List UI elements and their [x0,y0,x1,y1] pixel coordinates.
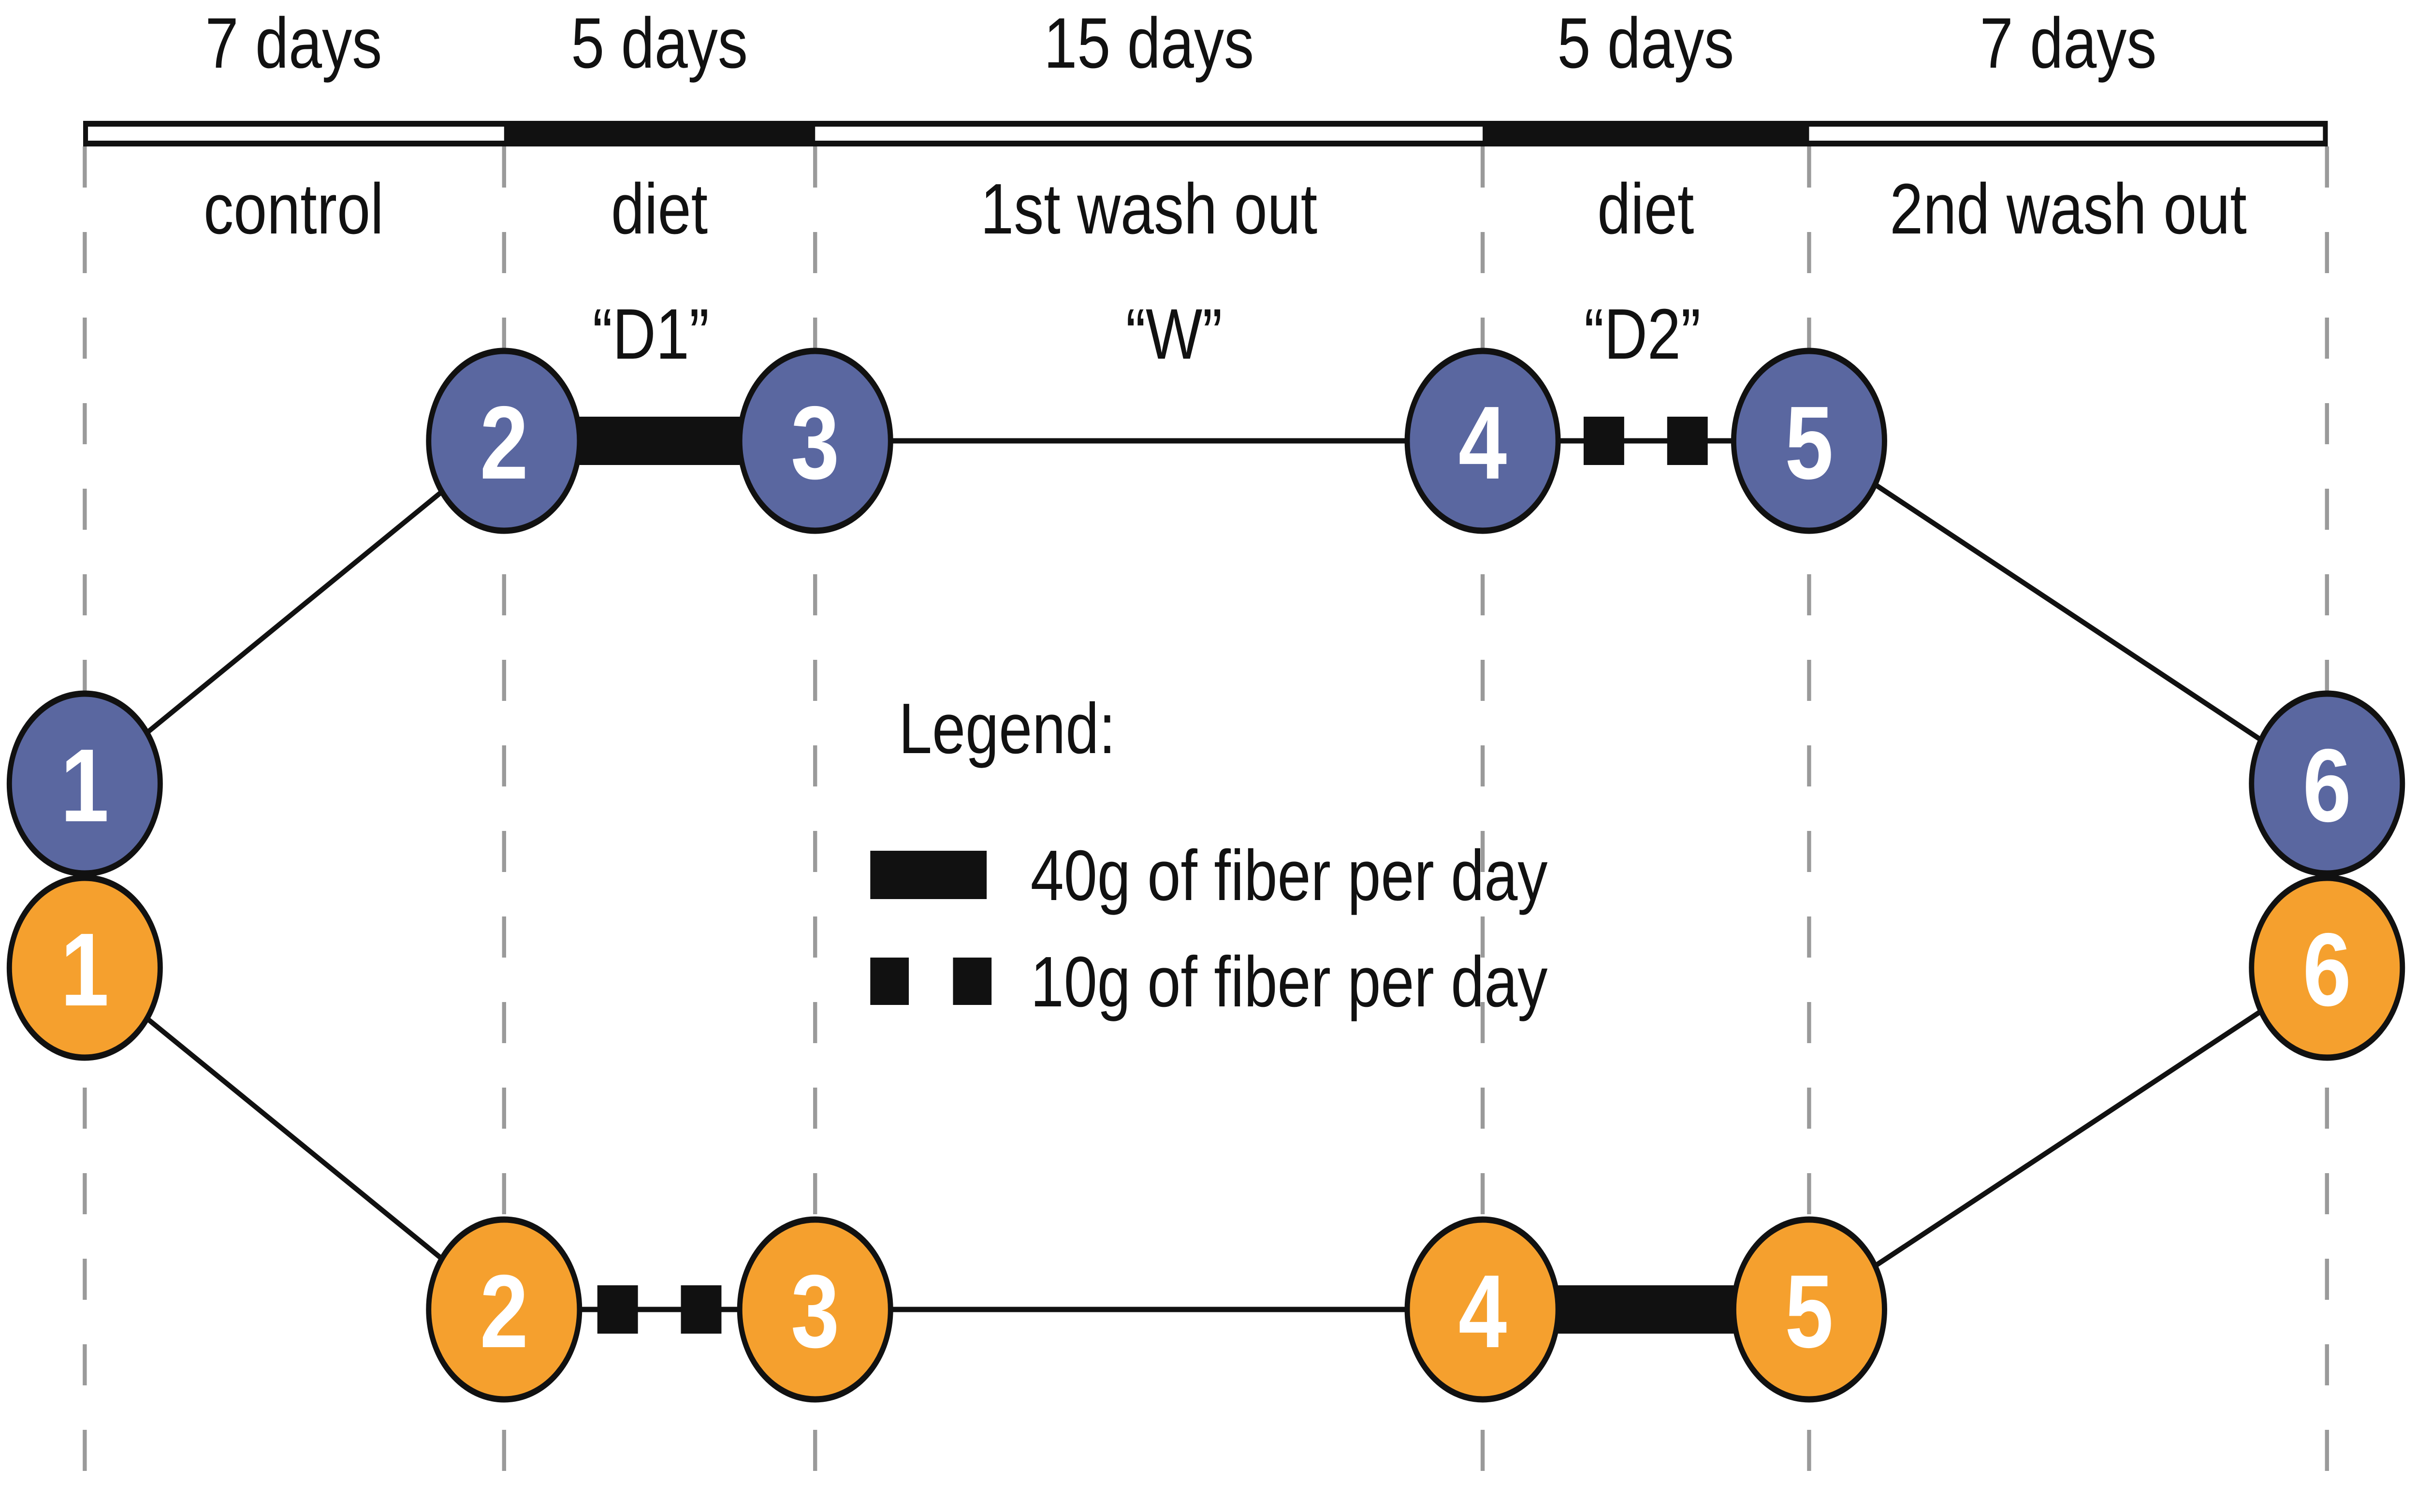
node-number: 6 [2303,727,2351,844]
connector-orange-4-5-40g-bar [1558,1285,1734,1334]
fiber-10g-square [597,1285,638,1334]
node-number: 2 [480,385,528,501]
duration-labels: 7 days 5 days 15 days 5 days 7 days [205,3,2156,83]
connector-blue-1-2 [83,438,506,786]
node-number: 2 [480,1253,528,1370]
legend-title: Legend: [899,688,1116,769]
interval-label-w: “W” [1126,294,1223,374]
legend-swatch-40g-bar [870,851,987,899]
fiber-10g-square [1667,417,1708,465]
node-circle-orange-4 [1404,1216,1561,1403]
duration-label: 15 days [1044,3,1254,83]
node-circle-blue-1 [6,690,163,877]
phase-label: control [204,169,384,249]
legend-swatch-10g-square [953,958,992,1005]
interval-label-d1: “D1” [593,294,709,374]
node-circle-blue-6 [2249,690,2405,877]
node-circle-blue-2 [426,348,582,534]
fiber-10g-square [1584,417,1624,465]
legend-item-label: 10g of fiber per day [1031,942,1548,1022]
node-number: 3 [791,1253,839,1370]
node-circle-orange-3 [737,1216,893,1403]
timeline-bar [83,121,2328,146]
interval-code-labels: “D1” “W” “D2” [593,294,1701,374]
legend-item-label: 40g of fiber per day [1031,835,1548,916]
legend: Legend: 40g of fiber per day 10g of fibe… [870,688,1548,1022]
node-number: 1 [60,912,109,1028]
node-circle-orange-5 [1731,1216,1887,1403]
phase-label: diet [1597,169,1694,249]
phase-label: 2nd wash out [1890,169,2247,249]
duration-label: 5 days [1557,3,1734,83]
fiber-10g-square [681,1285,722,1334]
phase-label: 1st wash out [980,169,1317,249]
diet-period-bar-segment [504,121,815,146]
node-circle-orange-2 [426,1216,582,1403]
node-number: 5 [1785,1253,1833,1370]
phase-label: diet [611,169,708,249]
node-number: 1 [60,727,109,844]
node-circle-orange-6 [2249,874,2405,1061]
node-number: 4 [1458,1253,1507,1370]
node-number: 3 [791,385,839,501]
connector-orange-5-6 [1808,965,2328,1312]
connector-orange-1-2 [83,965,506,1312]
arm-top-blue: 1 2 3 4 5 6 [6,348,2405,877]
node-circle-orange-1 [6,874,163,1061]
node-circle-blue-5 [1731,348,1887,534]
node-number: 5 [1785,385,1833,501]
legend-swatch-10g-square [870,958,909,1005]
connector-blue-5-6 [1808,438,2328,786]
diet-period-bar-segment [1483,121,1809,146]
phase-labels: control diet 1st wash out diet 2nd wash … [204,169,2247,249]
node-number: 4 [1458,385,1507,501]
duration-label: 5 days [571,3,748,83]
duration-label: 7 days [205,3,382,83]
node-circle-blue-3 [737,348,893,534]
arm-bottom-orange: 1 2 3 4 5 6 [6,874,2405,1403]
connector-blue-2-3-40g-bar [579,417,740,465]
duration-label: 7 days [1980,3,2157,83]
node-number: 6 [2303,912,2351,1028]
interval-label-d2: “D2” [1584,294,1701,374]
node-circle-blue-4 [1404,348,1561,534]
timeline-bar-track [83,121,2328,146]
